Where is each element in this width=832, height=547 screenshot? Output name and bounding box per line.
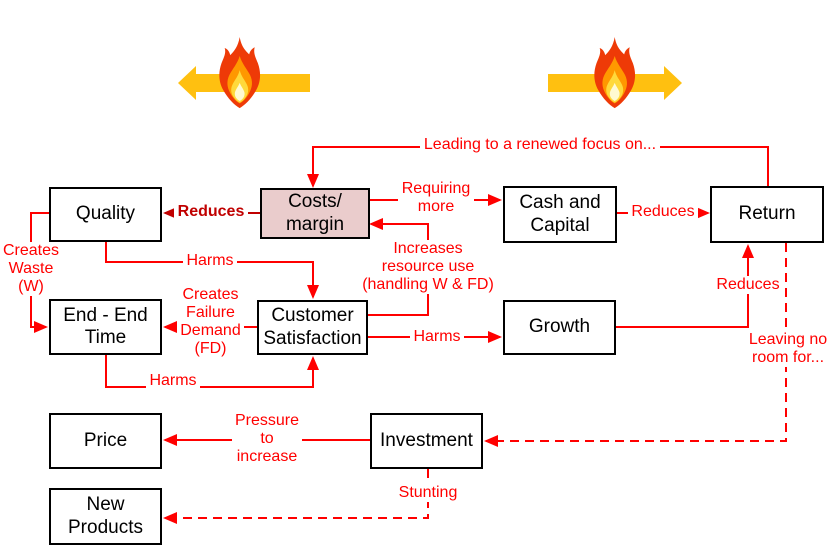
edge-investment-stunting-newproducts [163, 469, 429, 524]
edge-label-harms-quality-cs: Harms [183, 252, 237, 271]
node-growth: Growth [503, 300, 616, 355]
node-customer-satisfaction: Customer Satisfaction [257, 300, 368, 355]
node-cash-and-capital: Cash and Capital [503, 186, 617, 243]
edge-label-stunting: Stunting [395, 484, 461, 503]
flame-icon [219, 37, 261, 109]
edge-endendtime-harms-customersat [105, 355, 319, 388]
edge-label-harms-cs-growth: Harms [410, 328, 464, 347]
node-return: Return [710, 186, 824, 243]
edge-label-reduces-cash-return: Reduces [628, 203, 698, 222]
node-quality: Quality [49, 187, 162, 242]
node-end-end-time: End - End Time [49, 299, 162, 355]
node-investment: Investment [370, 413, 483, 469]
node-price: Price [49, 413, 162, 469]
edge-return-leavingnoroom-investment [484, 243, 787, 447]
edge-label-creates-failure-demand: Creates Failure Demand (FD) [177, 286, 244, 359]
edge-label-harms-time-cs: Harms [146, 372, 200, 391]
node-new-products: New Products [49, 488, 162, 545]
edge-label-reduces-growth-return: Reduces [714, 276, 782, 295]
edge-label-creates-waste: Creates Waste (W) [0, 242, 62, 297]
edge-label-leaving-no-room: Leaving no room for... [744, 331, 832, 368]
flame-icon [594, 37, 636, 109]
edge-label-reduces-costs-quality: Reduces [174, 203, 248, 222]
edge-label-pressure-to-increase: Pressure to increase [232, 412, 302, 467]
edge-label-renewed-focus: Leading to a renewed focus on... [420, 136, 660, 155]
node-costs-margin: Costs/ margin [260, 188, 370, 239]
edge-label-increases-resource-use: Increases resource use (handling W & FD) [361, 240, 495, 295]
edge-growth-reduces-return [616, 244, 754, 328]
edge-label-requiring-more: Requiring more [398, 180, 474, 217]
